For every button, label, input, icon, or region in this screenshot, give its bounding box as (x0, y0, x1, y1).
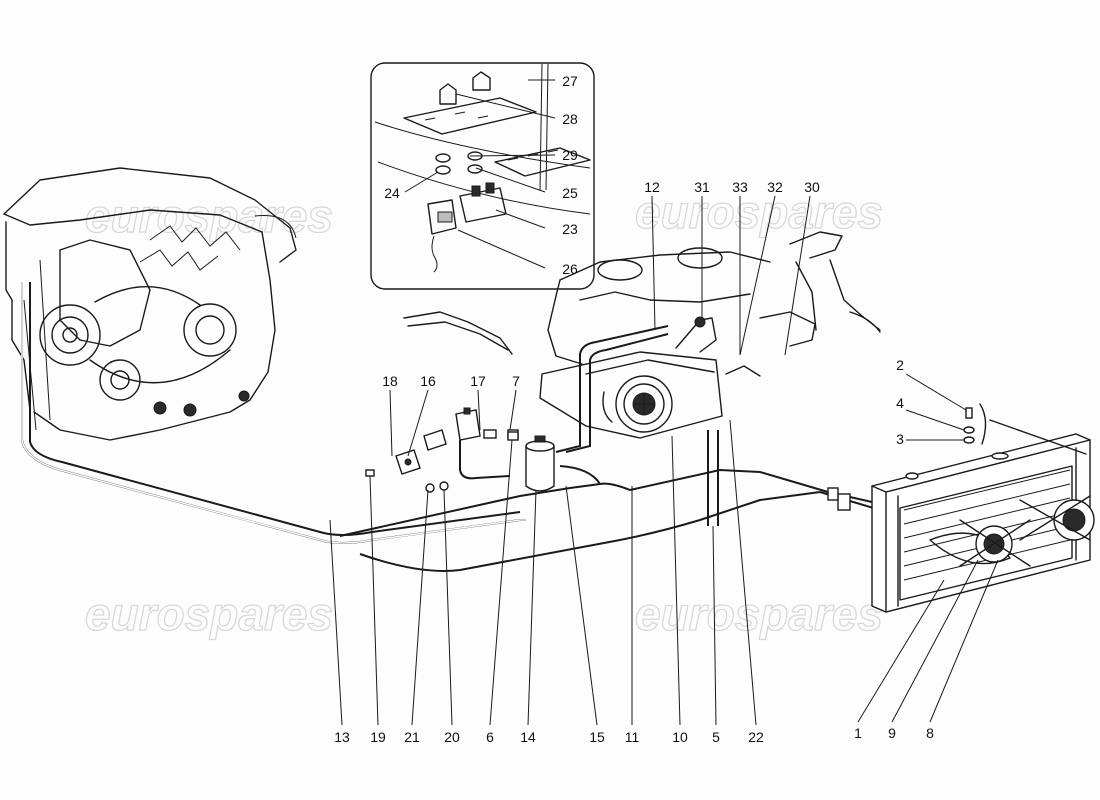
compressor-illustration (539, 316, 761, 439)
callout-32: 32 (767, 179, 783, 195)
callout-13: 13 (334, 729, 350, 745)
callout-1: 1 (854, 725, 862, 741)
callout-22: 22 (748, 729, 764, 745)
watermark-2: eurospares (635, 186, 883, 238)
condenser-illustration (871, 433, 1095, 613)
mounting-hardware (963, 403, 1087, 455)
leader-lines (329, 79, 999, 726)
callout-27: 27 (562, 73, 578, 89)
callout-4: 4 (896, 395, 904, 411)
engine-illustration (3, 167, 297, 441)
watermark-1: eurospares (85, 190, 333, 242)
control-panel-inset (370, 62, 595, 290)
callout-30: 30 (804, 179, 820, 195)
callout-2: 2 (896, 357, 904, 373)
callout-3: 3 (896, 431, 904, 447)
callout-6: 6 (486, 729, 494, 745)
callout-15: 15 (589, 729, 605, 745)
callout-29: 29 (562, 147, 578, 163)
watermark-3: eurospares (85, 588, 333, 640)
callout-7: 7 (512, 373, 520, 389)
refrigerant-piping (21, 282, 881, 572)
callout-28: 28 (562, 111, 578, 127)
watermark-group: eurospares eurospares eurospares eurospa… (84, 185, 883, 640)
callout-25: 25 (562, 185, 578, 201)
callout-16: 16 (420, 373, 436, 389)
callout-9: 9 (888, 725, 896, 741)
callout-11: 11 (625, 729, 640, 745)
callout-23: 23 (562, 221, 578, 237)
pressure-switch-bracket (365, 407, 519, 493)
callout-12: 12 (644, 179, 660, 195)
callout-20: 20 (444, 729, 460, 745)
receiver-drier-illustration (507, 429, 555, 492)
callout-17: 17 (470, 373, 486, 389)
callout-10: 10 (672, 729, 688, 745)
callout-26: 26 (562, 261, 578, 277)
vehicle-body-sketch (403, 231, 881, 365)
callout-19: 19 (370, 729, 386, 745)
callout-14: 14 (520, 729, 536, 745)
callout-21: 21 (404, 729, 420, 745)
watermark-4: eurospares (635, 588, 883, 640)
callout-5: 5 (712, 729, 720, 745)
callout-24: 24 (384, 185, 400, 201)
callout-18: 18 (382, 373, 398, 389)
callout-33: 33 (732, 179, 748, 195)
callout-labels: 27 28 29 24 25 23 26 12 31 33 32 30 18 1… (334, 73, 934, 745)
callout-8: 8 (926, 725, 934, 741)
callout-31: 31 (694, 179, 710, 195)
